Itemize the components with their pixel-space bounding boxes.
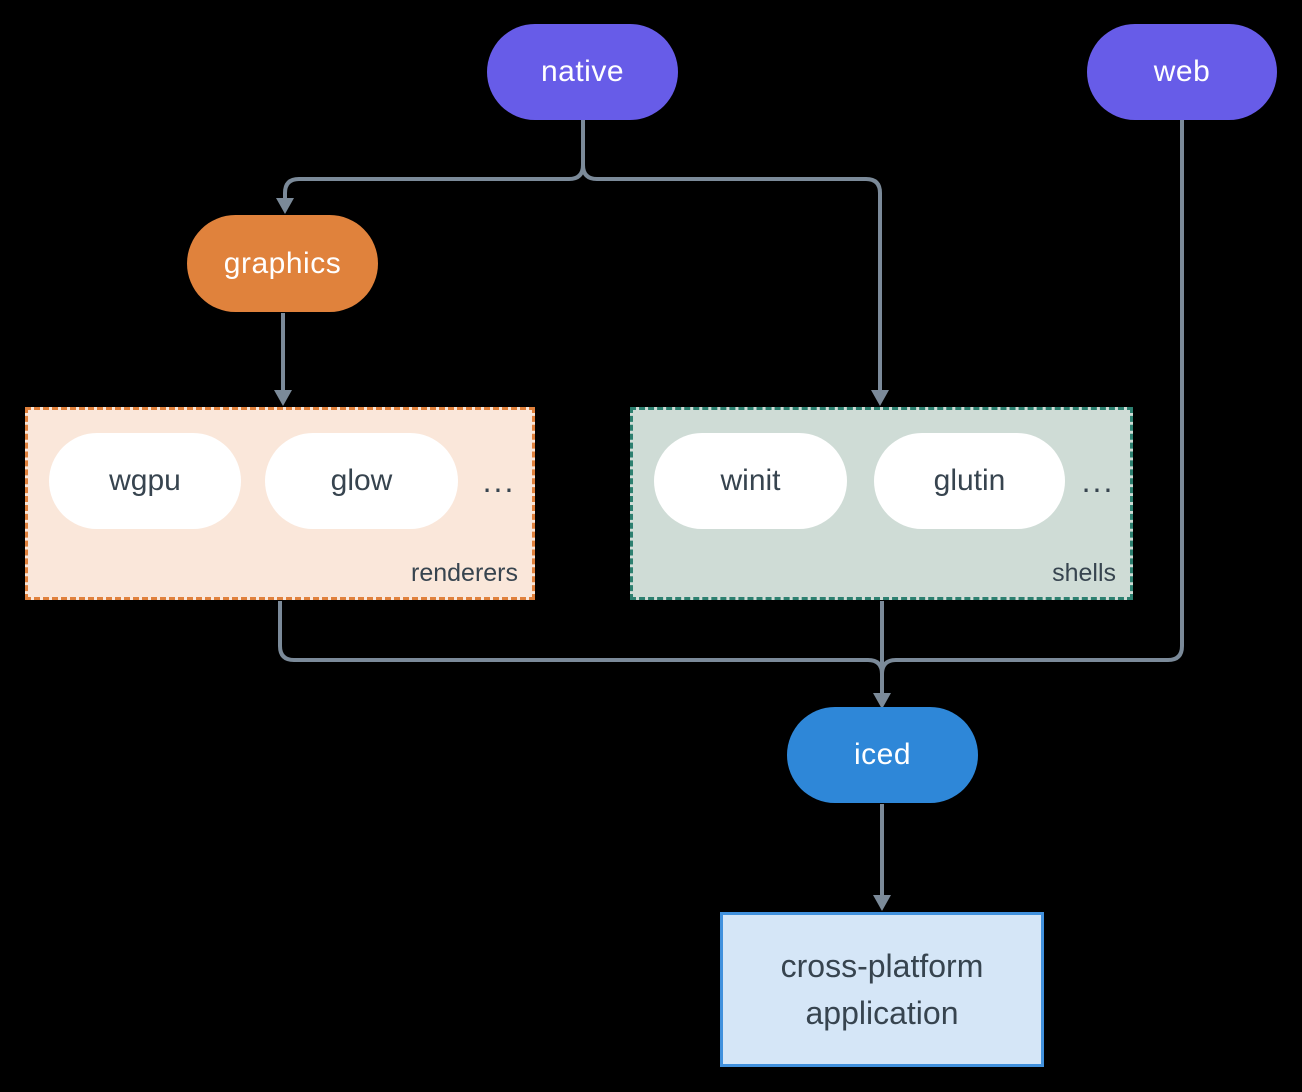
group-shells: winit glutin ... shells <box>630 407 1133 600</box>
node-wgpu-label: wgpu <box>109 464 181 497</box>
shells-group-label: shells <box>1052 559 1116 587</box>
node-glutin: glutin <box>874 433 1065 529</box>
node-winit-label: winit <box>720 464 781 497</box>
renderers-ellipsis: ... <box>482 462 516 499</box>
connector-native-to-graphics <box>283 120 585 199</box>
application-label-line1: cross-platform <box>780 947 984 984</box>
node-glow: glow <box>265 433 458 529</box>
node-glutin-label: glutin <box>933 464 1006 497</box>
group-renderers: wgpu glow ... renderers <box>25 407 535 600</box>
arrowhead-graphics <box>276 198 294 214</box>
arrowhead-renderers-box <box>274 390 292 406</box>
shells-ellipsis: ... <box>1081 462 1115 499</box>
node-iced: iced <box>787 707 978 803</box>
node-graphics: graphics <box>187 215 378 312</box>
arrowhead-application <box>873 895 891 911</box>
node-iced-label: iced <box>853 738 912 771</box>
node-native: native <box>487 24 678 120</box>
node-graphics-label: graphics <box>223 246 342 280</box>
node-glow-label: glow <box>330 464 393 497</box>
arrowhead-shells-box <box>871 390 889 406</box>
node-cross-platform-application: cross-platform application <box>720 912 1044 1067</box>
node-native-label: native <box>540 55 625 88</box>
node-web-label: web <box>1153 55 1211 88</box>
node-web: web <box>1087 24 1277 120</box>
application-label-line2: application <box>805 994 959 1031</box>
renderers-group-label: renderers <box>411 559 518 587</box>
node-winit: winit <box>654 433 847 529</box>
connector-renderers-to-iced <box>278 601 884 675</box>
connector-native-to-shells <box>581 120 882 391</box>
node-wgpu: wgpu <box>49 433 241 529</box>
